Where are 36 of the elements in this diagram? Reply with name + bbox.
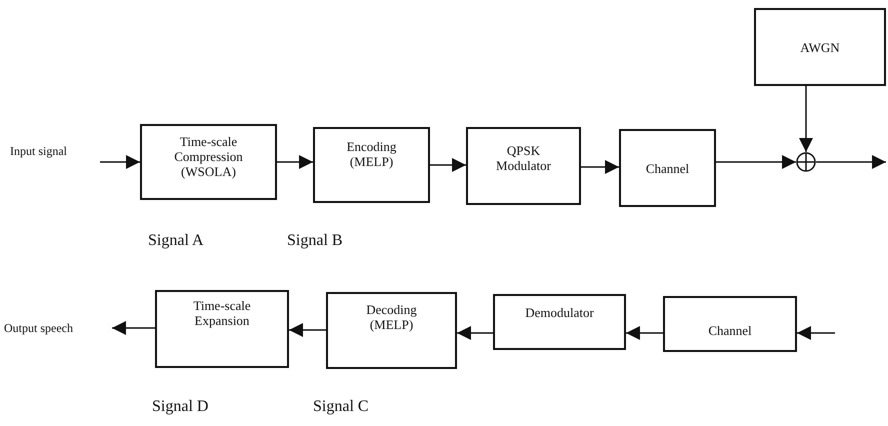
signal-label: Output speech (4, 320, 74, 336)
process-box (466, 127, 581, 205)
process-box (619, 129, 716, 207)
box-label: QPSK Modulator (495, 143, 552, 173)
signal-label: Input signal (10, 144, 68, 158)
arrow (112, 321, 155, 335)
box-label: Demodulator (525, 305, 594, 320)
signal-name: Signal D (152, 398, 208, 416)
process-box (493, 294, 626, 350)
process-box (155, 290, 289, 368)
arrow (716, 155, 796, 169)
arrow (626, 326, 663, 340)
arrow (277, 155, 313, 169)
process-box (326, 292, 457, 369)
arrow (430, 158, 466, 172)
arrow (816, 155, 886, 169)
process-box (663, 296, 797, 352)
arrow (289, 323, 326, 337)
arrow (100, 155, 140, 169)
box-label: Time-scale Compression (WSOLA) (173, 134, 244, 179)
arrow (581, 160, 619, 174)
box-label: AWGN (800, 40, 840, 54)
arrow (457, 326, 493, 340)
process-box (140, 124, 277, 200)
box-label: Decoding (MELP) (365, 302, 418, 332)
arrow (797, 326, 835, 340)
signal-name: Signal B (287, 232, 343, 250)
process-box (754, 8, 886, 86)
box-label: Time-scale Expansion (192, 298, 252, 328)
signal-name: Signal A (148, 232, 204, 250)
arrow (799, 86, 813, 152)
signal-name: Signal C (313, 398, 369, 416)
process-box (313, 127, 430, 203)
box-label: Channel (646, 160, 690, 176)
box-label: Encoding (MELP) (346, 139, 398, 169)
box-label: Channel (708, 323, 752, 338)
